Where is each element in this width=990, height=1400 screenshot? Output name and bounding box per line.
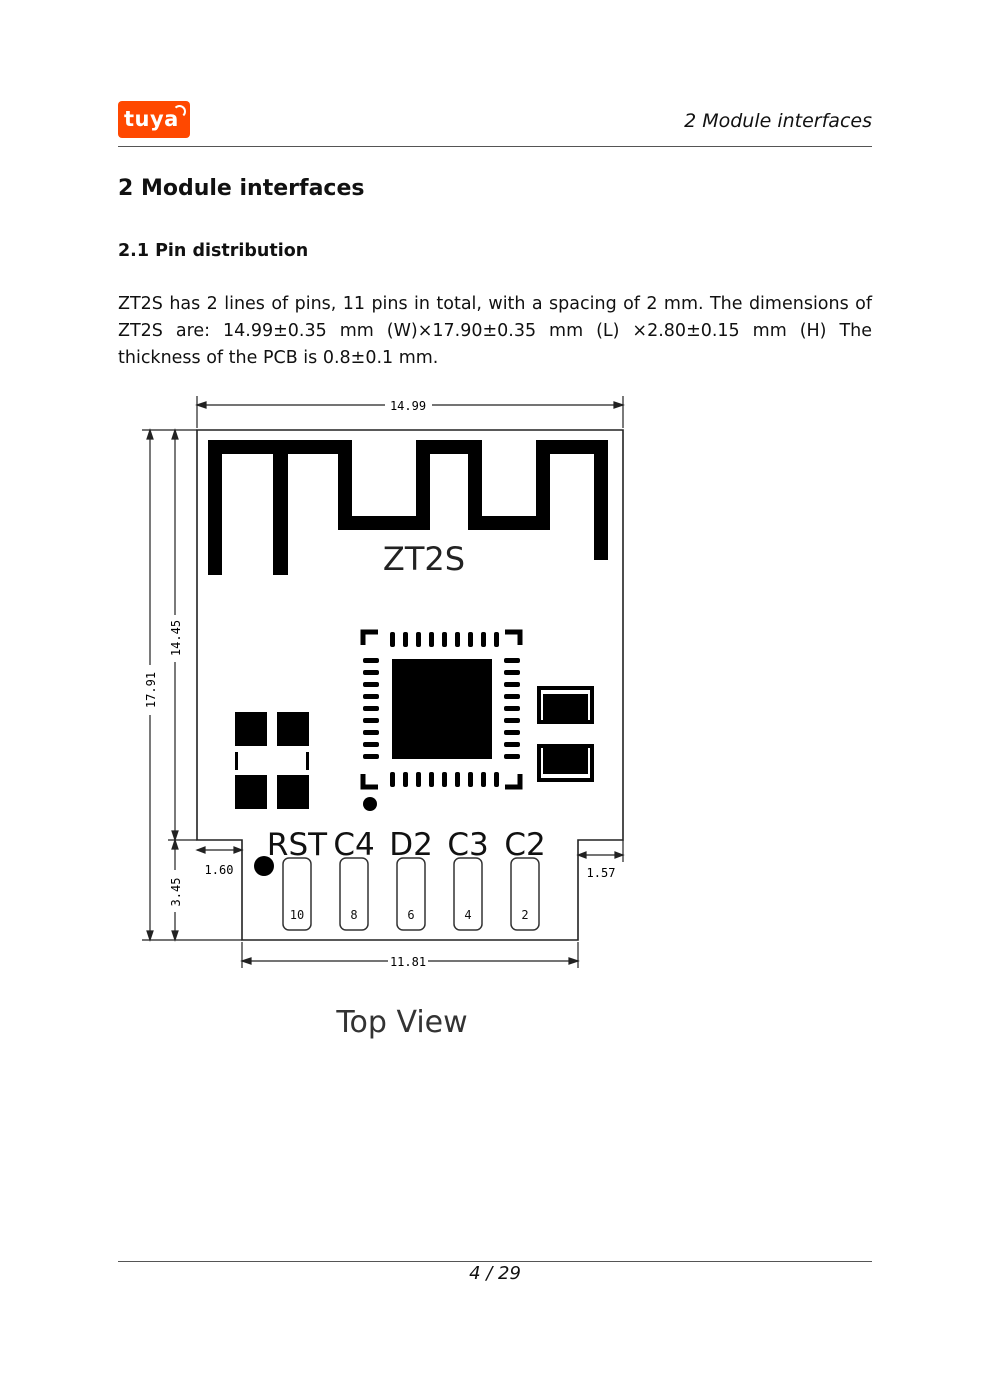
- pin-number-6: 6: [407, 908, 414, 922]
- dim-inset-left-label: 1.60: [205, 863, 234, 877]
- rst-dot: [254, 856, 274, 876]
- page-number: 4 / 29: [469, 1263, 521, 1284]
- dim-height-upper-label: 14.45: [169, 620, 183, 656]
- pin-number-4: 4: [464, 908, 471, 922]
- pin-number-8: 8: [350, 908, 357, 922]
- dim-width: [195, 396, 625, 428]
- chip: [360, 629, 523, 811]
- pin-label-c3: C3: [447, 827, 488, 863]
- pin-label-c2: C2: [504, 827, 545, 863]
- dim-inset-right: [576, 840, 625, 862]
- pin-pad-8: [339, 857, 369, 931]
- pin-label-rst: RST: [267, 827, 328, 863]
- figure-caption: Top View: [335, 1005, 467, 1040]
- dim-inset-right-label: 1.57: [587, 866, 616, 880]
- module-label: ZT2S: [383, 540, 465, 578]
- subsection-heading: 2.1 Pin distribution: [118, 241, 309, 261]
- wifi-arc-icon: [173, 105, 186, 118]
- crystal: [235, 712, 309, 809]
- dim-bottom-width-label: 11.81: [390, 955, 426, 969]
- dim-height-total: [142, 428, 242, 942]
- module-diagram: 14.99 17.91 14.45 3.45: [142, 396, 625, 1040]
- pin-pad-2: [510, 857, 540, 931]
- header-rule: [118, 146, 872, 147]
- pin1-dot: [363, 797, 377, 811]
- header-section-title: 2 Module interfaces: [684, 110, 872, 132]
- pin-pads: [282, 857, 540, 931]
- section-heading: 2 Module interfaces: [118, 176, 365, 201]
- dim-height-total-label: 17.91: [144, 672, 158, 708]
- body-paragraph: ZT2S has 2 lines of pins, 11 pins in tot…: [118, 294, 872, 368]
- dim-height-split: [168, 428, 197, 942]
- pin-label-d2: D2: [389, 827, 433, 863]
- dim-height-lower-label: 3.45: [169, 878, 183, 907]
- pin-pad-6: [396, 857, 426, 931]
- footer-rule: [118, 1261, 872, 1262]
- pcb-antenna: [208, 440, 608, 575]
- chip-body: [392, 659, 492, 759]
- tuya-logo: tuya: [118, 101, 190, 138]
- dim-inset-left: [195, 846, 244, 854]
- dim-width-label: 14.99: [390, 399, 426, 413]
- pin-pad-4: [453, 857, 483, 931]
- module-drawing: 14.99 17.91 14.45 3.45: [130, 390, 650, 1050]
- pin-pad-10: [282, 857, 312, 931]
- pin-number-2: 2: [521, 908, 528, 922]
- pin-number-10: 10: [290, 908, 304, 922]
- logo-text: tuya: [124, 107, 179, 131]
- pin-label-c4: C4: [333, 827, 374, 863]
- board-outline: [196, 429, 624, 941]
- capacitors: [537, 686, 594, 782]
- dim-bottom-width: [240, 942, 580, 968]
